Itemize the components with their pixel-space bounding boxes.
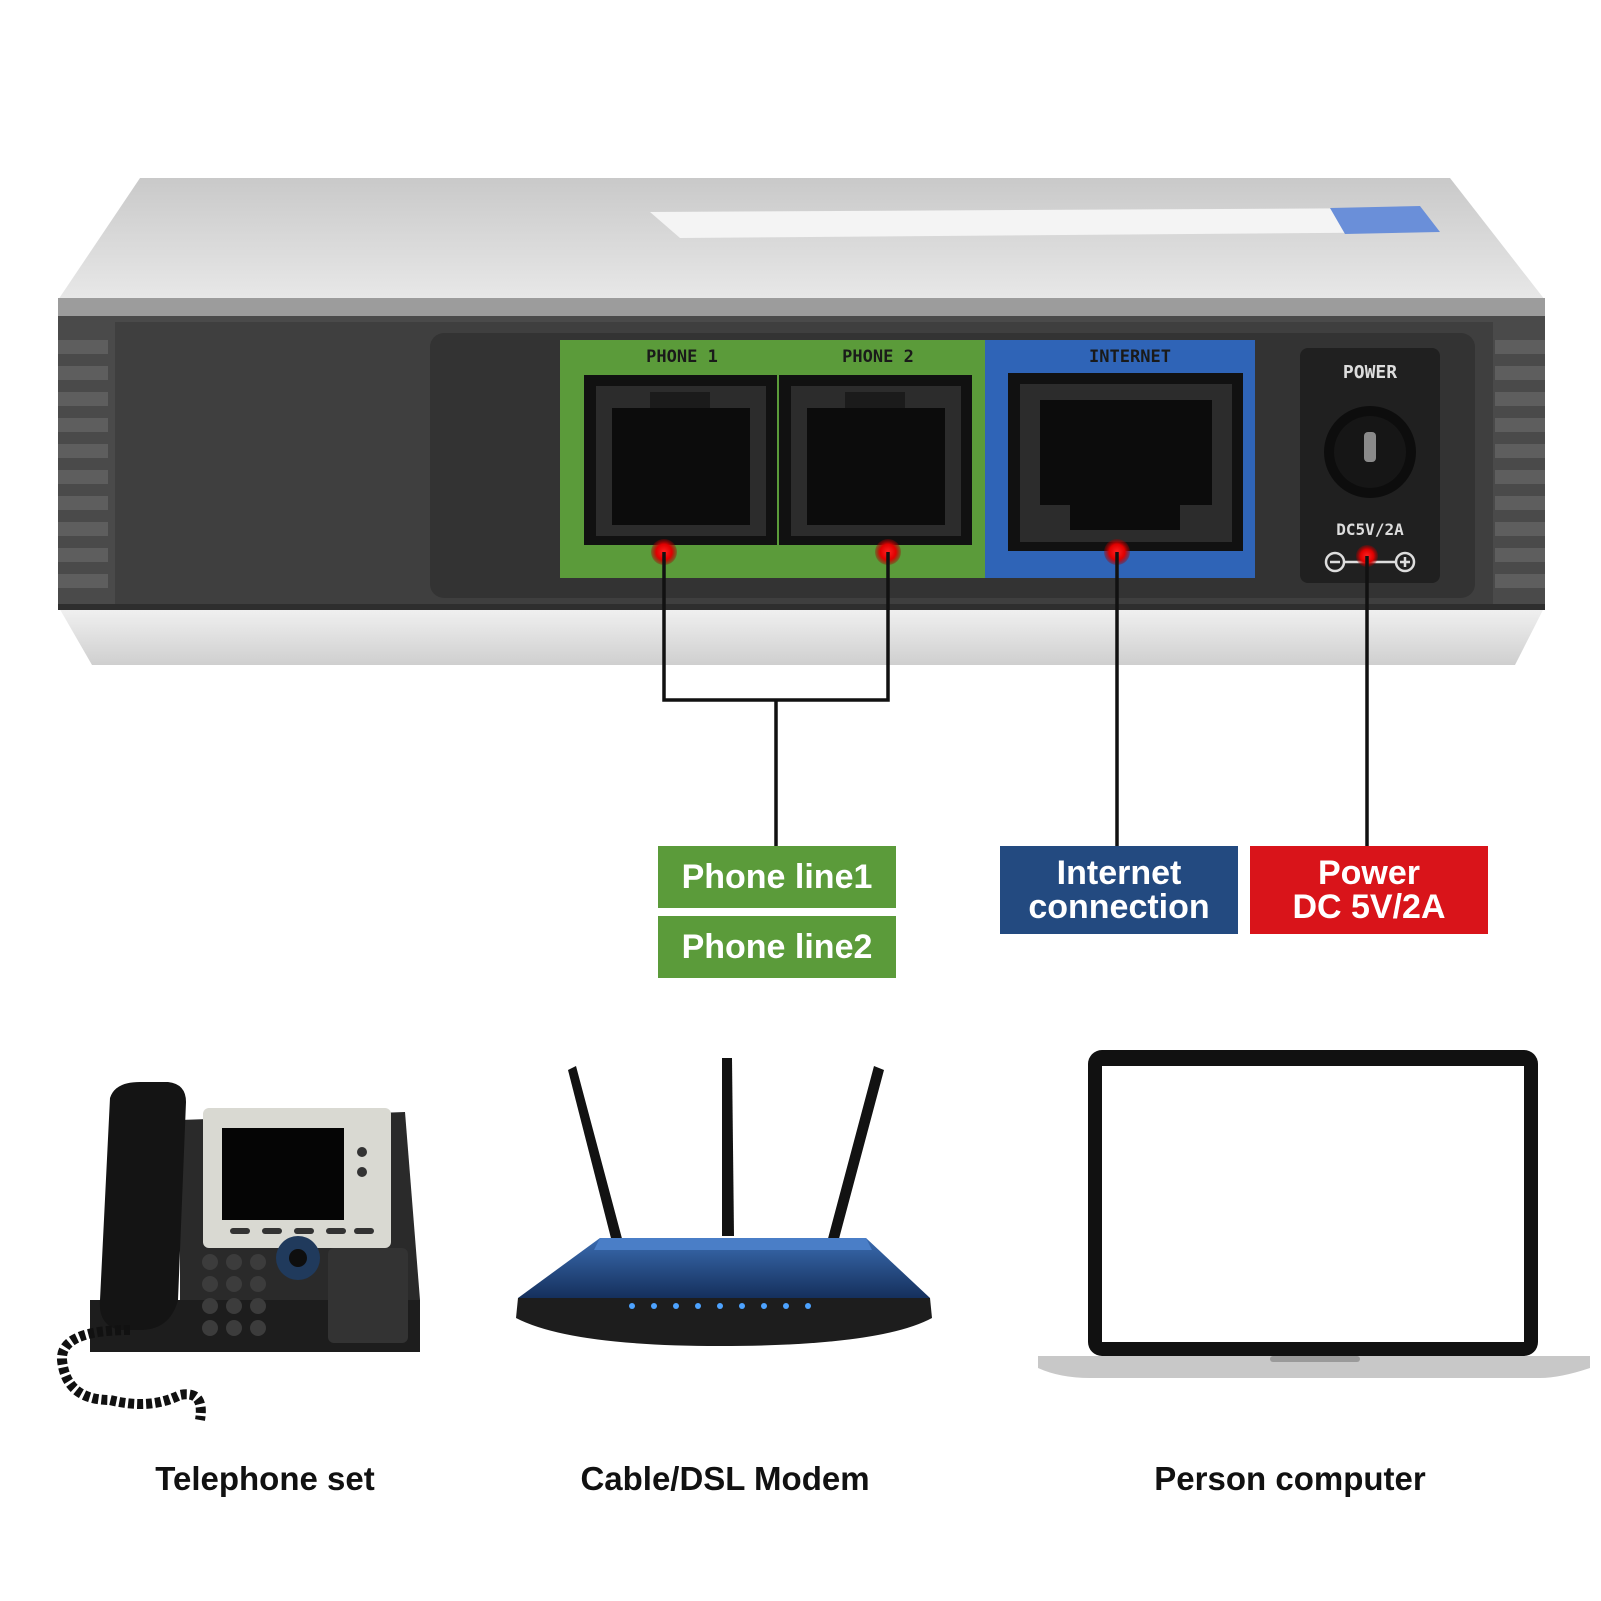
phone-line1-label: Phone line1 <box>658 846 896 908</box>
modem-illustration <box>516 1058 932 1346</box>
voip-adapter: PHONE 1 PHONE 2 INTERNET POWER <box>58 178 1545 665</box>
internet-label-line2: connection <box>1028 888 1210 926</box>
internet-label-line1: Internet <box>1056 854 1182 892</box>
internet-port-label: INTERNET <box>1089 347 1171 367</box>
phone1-port-label: PHONE 1 <box>646 347 718 367</box>
telephone-caption: Telephone set <box>155 1460 375 1497</box>
left-vents <box>58 340 108 588</box>
device-top-rim <box>58 298 1545 318</box>
phone2-port-label: PHONE 2 <box>842 347 914 367</box>
internet-port <box>1008 373 1243 551</box>
device-bottom-shell <box>58 606 1545 665</box>
power-label-line1: Power <box>1317 854 1421 892</box>
laptop-illustration <box>1038 1050 1590 1378</box>
handset <box>99 1082 186 1330</box>
power-label: Power DC 5V/2A <box>1250 846 1488 934</box>
phone2-port <box>779 375 972 545</box>
power-jack <box>1324 406 1416 498</box>
modem-caption: Cable/DSL Modem <box>580 1460 870 1497</box>
phone1-port <box>584 375 777 545</box>
phone-keypad <box>202 1254 266 1336</box>
computer-caption: Person computer <box>1154 1460 1426 1497</box>
device-blue-stripe <box>1330 206 1440 234</box>
power-rating-label: DC5V/2A <box>1336 520 1404 539</box>
telephone-illustration <box>57 1082 420 1421</box>
power-label-line2: DC 5V/2A <box>1292 888 1446 926</box>
device-top-shell <box>58 178 1545 300</box>
right-vents <box>1495 340 1545 588</box>
power-port-label: POWER <box>1343 362 1397 383</box>
router-leds <box>629 1303 811 1309</box>
connector-lines <box>662 552 1369 846</box>
phone-line2-label: Phone line2 <box>658 916 896 978</box>
device-top-window <box>650 208 1440 238</box>
internet-connection-label: Internet connection <box>1000 846 1238 934</box>
